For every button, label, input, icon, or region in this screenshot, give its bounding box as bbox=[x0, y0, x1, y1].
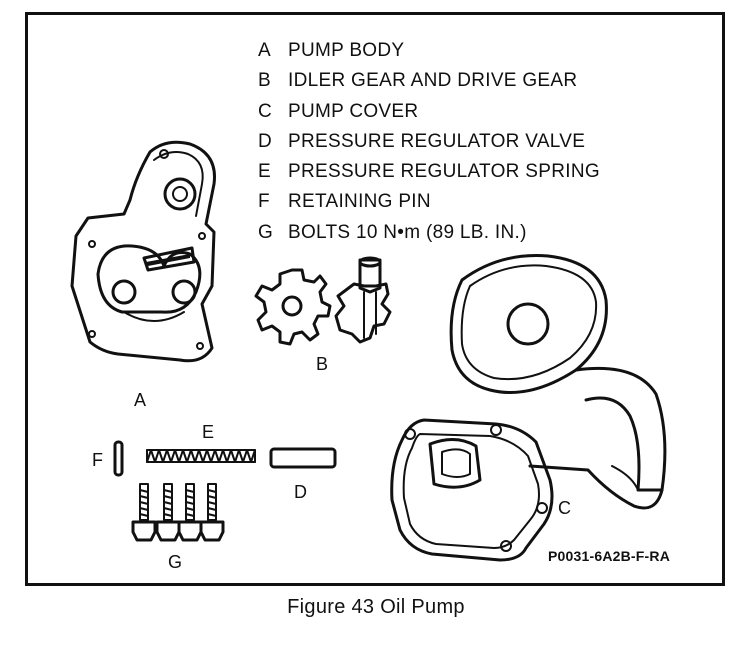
gears-drawing bbox=[254, 256, 392, 346]
legend-letter: C bbox=[258, 100, 273, 122]
part-label-e: E bbox=[202, 422, 215, 442]
legend-text: RETAINING PIN bbox=[288, 191, 431, 213]
legend-item-e: E PRESSURE REGULATOR SPRING bbox=[258, 157, 600, 187]
legend-item-g: G BOLTS 10 N•m (89 LB. IN.) bbox=[258, 218, 600, 248]
part-label-c: C bbox=[558, 498, 571, 518]
legend-letter: G bbox=[258, 221, 274, 243]
figure-caption: Figure 43 Oil Pump bbox=[287, 596, 465, 618]
legend-text: BOLTS 10 N•m (89 LB. IN.) bbox=[288, 221, 527, 243]
part-label-d: D bbox=[294, 482, 307, 502]
legend-letter: B bbox=[258, 70, 271, 92]
reference-code: P0031-6A2B-F-RA bbox=[548, 548, 671, 564]
legend-text: PRESSURE REGULATOR SPRING bbox=[288, 161, 600, 183]
legend-letter: D bbox=[258, 130, 273, 152]
regulator-valve-drawing bbox=[269, 447, 337, 469]
part-label-g: G bbox=[168, 552, 183, 572]
legend-letter: E bbox=[258, 161, 271, 183]
legend-item-a: A PUMP BODY bbox=[258, 36, 600, 66]
regulator-spring-drawing bbox=[146, 449, 256, 463]
pump-body-drawing bbox=[70, 140, 216, 363]
part-label-b: B bbox=[316, 354, 329, 374]
legend-item-d: D PRESSURE REGULATOR VALVE bbox=[258, 127, 600, 157]
diagram-frame bbox=[25, 12, 725, 586]
legend-text: PUMP COVER bbox=[288, 100, 419, 122]
pump-cover-drawing bbox=[390, 254, 667, 562]
bolts-drawing bbox=[131, 483, 225, 542]
part-label-f: F bbox=[92, 450, 103, 470]
legend-item-c: C PUMP COVER bbox=[258, 97, 600, 127]
legend-text: PRESSURE REGULATOR VALVE bbox=[288, 130, 586, 152]
legend-text: IDLER GEAR AND DRIVE GEAR bbox=[288, 70, 578, 92]
retaining-pin-drawing bbox=[113, 440, 124, 477]
legend-item-b: B IDLER GEAR AND DRIVE GEAR bbox=[258, 66, 600, 96]
legend-text: PUMP BODY bbox=[288, 40, 405, 61]
part-label-a: A bbox=[134, 390, 147, 410]
legend-letter: A bbox=[258, 40, 271, 61]
legend-letter: F bbox=[258, 191, 270, 213]
legend-item-f: F RETAINING PIN bbox=[258, 187, 600, 217]
